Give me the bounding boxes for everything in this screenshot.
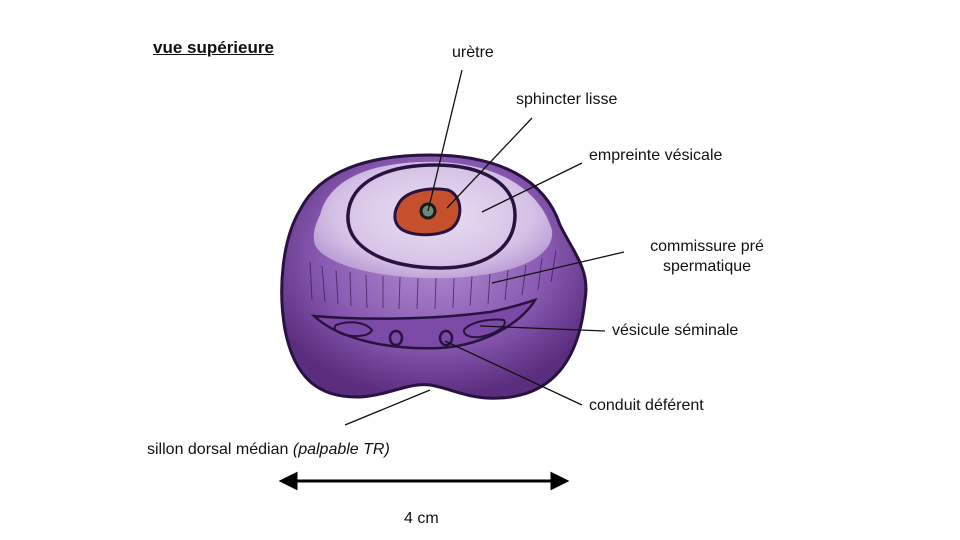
- commissure-hatching: [309, 249, 557, 310]
- label-commissure: commissure pré spermatique: [628, 237, 786, 277]
- leader-vesicule: [479, 325, 606, 332]
- label-sphincter-lisse: sphincter lisse: [516, 91, 618, 108]
- leader-empreinte: [481, 162, 583, 213]
- empreinte-vesicale-outline: [346, 163, 517, 270]
- conduit-deferent-left: [388, 329, 404, 347]
- label-sillon-dorsal: sillon dorsal médian (palpable TR): [147, 440, 390, 460]
- scale-label: 4 cm: [404, 510, 439, 527]
- label-uretre: urètre: [452, 44, 494, 61]
- label-sillon-note: (palpable TR): [292, 441, 390, 458]
- leader-sphincter: [446, 117, 533, 209]
- vesicule-seminale-inner-right: [462, 318, 506, 339]
- leader-commissure: [491, 251, 625, 284]
- conduit-deferent-right: [438, 329, 454, 347]
- label-commissure-line2: spermatique: [662, 258, 752, 275]
- label-empreinte-vesicale: empreinte vésicale: [589, 147, 723, 164]
- label-vesicule-seminale: vésicule séminale: [612, 322, 739, 339]
- leader-lines: [344, 69, 625, 426]
- diagram-title: vue supérieure: [153, 38, 274, 57]
- leader-sillon: [344, 389, 431, 426]
- leader-uretre: [427, 69, 463, 212]
- label-commissure-line1: commissure pré: [650, 238, 764, 255]
- label-sillon-text: sillon dorsal médian: [147, 441, 289, 458]
- label-conduit-deferent: conduit déférent: [589, 397, 704, 414]
- vesicule-seminale-inner-left: [333, 321, 374, 338]
- leader-conduit: [444, 340, 583, 406]
- scale-bar: [278, 471, 570, 491]
